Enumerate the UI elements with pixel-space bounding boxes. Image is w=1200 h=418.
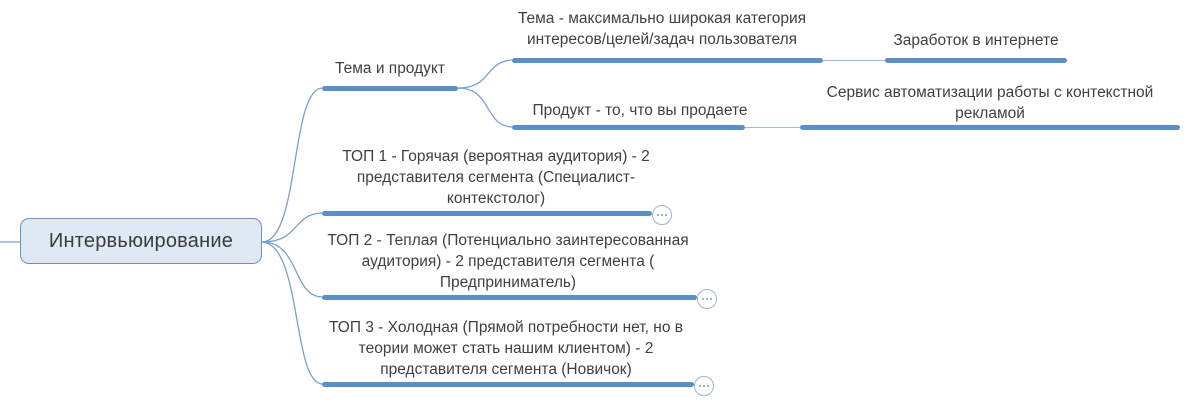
branch-label-top-3[interactable]: ТОП 3 - Холодная (Прямой потребности нет… (328, 319, 683, 378)
dot-icon (657, 214, 659, 216)
branch-label-tema-i-produkt[interactable]: Тема и продукт (335, 60, 445, 77)
branch-label-top-1[interactable]: ТОП 1 - Горячая (вероятная аудитория) - … (342, 148, 650, 207)
connector-root-to-top1 (261, 212, 323, 243)
branch-label-tema[interactable]: Тема - максимально широкая категория инт… (517, 10, 807, 48)
dot-icon (703, 385, 705, 387)
dot-icon (710, 298, 712, 300)
branch-label-servis[interactable]: Сервис автоматизации работы с контекстно… (826, 84, 1154, 122)
branch-bar-produkt[interactable] (512, 125, 745, 130)
branch-label-zarabotok[interactable]: Заработок в интернете (893, 32, 1059, 49)
dot-icon (707, 385, 709, 387)
branch-tail-tema (823, 59, 885, 61)
root-node-label: Интервьюирование (48, 229, 234, 252)
dot-icon (699, 385, 701, 387)
dot-icon (665, 214, 667, 216)
dot-icon (706, 298, 708, 300)
branch-tail-produkt (745, 126, 800, 128)
connector-root-to-top2 (261, 241, 323, 298)
connector-root-to-tema (261, 87, 323, 243)
branch-bar-tema[interactable] (512, 58, 823, 63)
root-node[interactable]: Интервьюирование (20, 218, 262, 264)
dot-icon (702, 298, 704, 300)
expand-button-top-3[interactable] (694, 376, 714, 396)
expand-button-top-1[interactable] (652, 205, 672, 225)
branch-bar-zarabotok[interactable] (885, 58, 1067, 63)
branch-bar-servis[interactable] (800, 125, 1180, 130)
branch-bar-top-2[interactable] (322, 295, 697, 300)
branch-bar-top-1[interactable] (322, 211, 652, 216)
expand-button-top-2[interactable] (697, 289, 717, 309)
dot-icon (661, 214, 663, 216)
branch-bar-top-3[interactable] (322, 382, 694, 387)
branch-label-produkt[interactable]: Продукт - то, что вы продаете (532, 102, 748, 119)
branch-bar-tema-i-produkt[interactable] (322, 86, 458, 91)
connector-root-to-top3 (261, 241, 323, 385)
branch-label-top-2[interactable]: ТОП 2 - Теплая (Потенциально заинтересов… (327, 232, 689, 291)
